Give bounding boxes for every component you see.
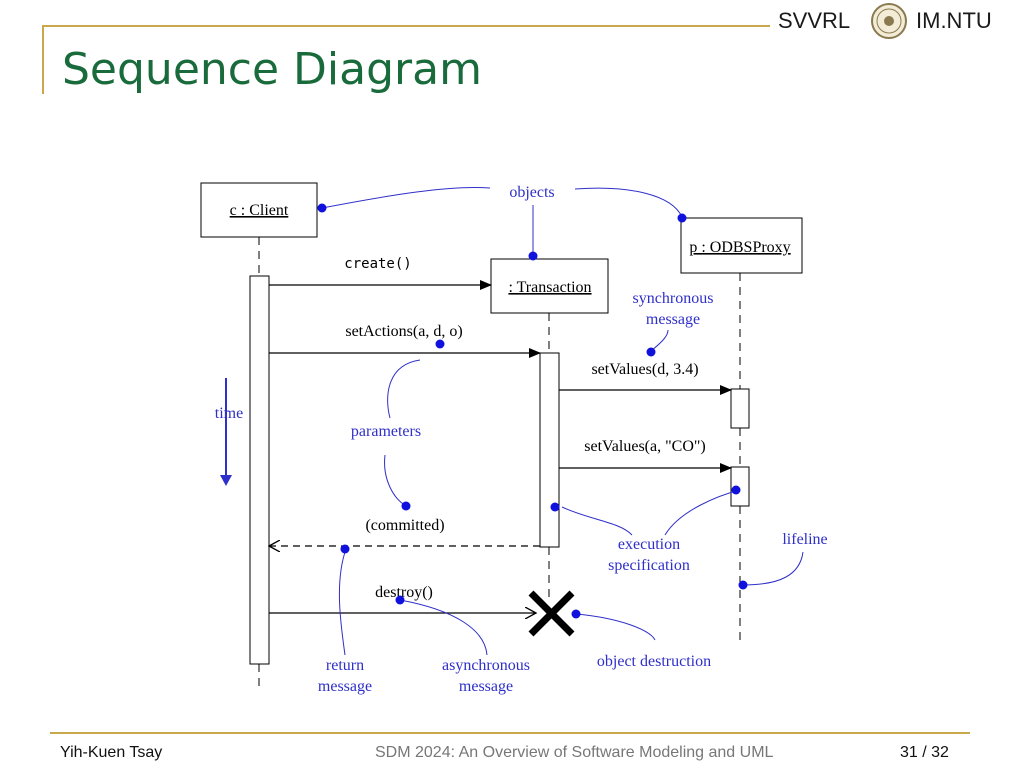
annotation-connectors [321,186,804,656]
header-decoration [42,3,907,94]
object-box-client [200,182,318,238]
page-total: / 32 [922,744,949,761]
page-current: 31 [900,744,918,761]
footer-page-number: 31 / 32 [900,744,949,762]
object-label-transaction: : Transaction [508,279,591,296]
execution-spec-client [249,275,270,665]
message-label-set-values-1: setValues(d, 3.4) [591,361,698,378]
annotation-async-line2: message [459,678,513,695]
annotation-parameters: parameters [351,423,421,440]
annotation-lifeline: lifeline [782,531,827,548]
annotation-return-line2: message [318,678,372,695]
annotation-labels: objects synchronous message time paramet… [215,184,828,695]
slide-title: Sequence Diagram [62,44,482,95]
message-label-set-values-2: setValues(a, "CO") [584,438,705,455]
annotation-objects: objects [509,184,554,201]
object-label-odbsproxy: p : ODBSProxy [689,239,790,256]
message-label-destroy: destroy() [375,584,433,601]
message-label-set-actions: setActions(a, d, o) [345,323,462,340]
object-label-client: c : Client [230,202,289,219]
org-label-imntu: IM.NTU [916,8,992,33]
execution-spec-proxy-1 [730,388,750,429]
annotation-time: time [215,405,243,422]
university-seal-icon [871,3,907,39]
annotation-synchronous-line2: message [646,311,700,328]
footer-author: Yih-Kuen Tsay [60,744,163,761]
message-label-committed: (committed) [365,517,444,534]
message-label-create: create() [344,256,411,272]
annotation-dots [317,203,748,619]
execution-spec-proxy-2 [730,466,750,507]
annotation-object-destruction: object destruction [597,653,711,670]
footer-rule [50,732,970,734]
destruction-x-icon [528,590,575,637]
execution-spec-transaction [539,352,560,548]
annotation-execution-line2: specification [608,557,690,574]
org-label-svvrl: SVVRL [778,8,851,33]
annotation-execution-line1: execution [618,536,680,553]
sequence-diagram: c : Client : Transaction p : ODBSProxy c… [200,182,828,695]
annotation-synchronous-line1: synchronous [633,290,714,307]
footer-course: SDM 2024: An Overview of Software Modeli… [375,744,774,761]
annotation-async-line1: asynchronous [442,657,530,674]
object-box-odbsproxy [680,217,803,274]
time-arrow-head [220,475,232,486]
annotation-return-line1: return [326,657,364,674]
